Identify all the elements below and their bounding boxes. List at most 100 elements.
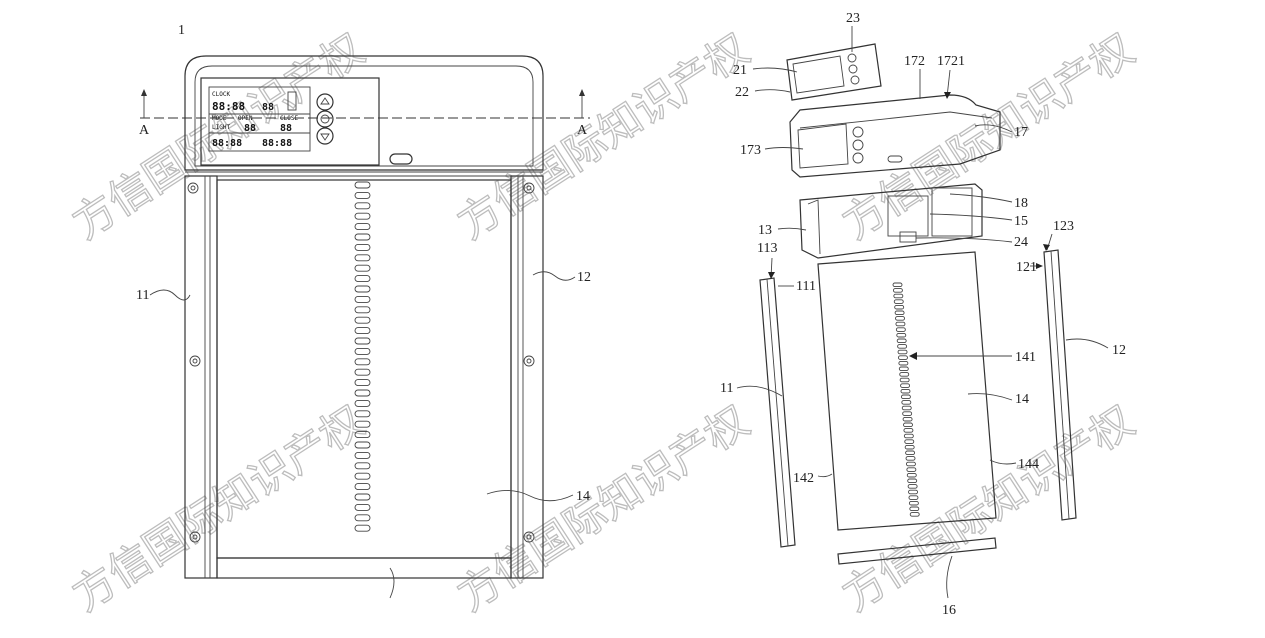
rack-hole: [904, 439, 915, 444]
leader-144: [989, 459, 1017, 465]
label-15: 15: [1014, 214, 1028, 229]
exploded-bottom-bar: [837, 537, 997, 565]
connector: [899, 231, 917, 243]
down-button: [316, 127, 334, 145]
back-housing: [799, 183, 983, 259]
rack-hole: [354, 389, 371, 397]
back-housing-wall: [807, 199, 821, 255]
rack-hole: [896, 338, 907, 344]
label-17: 17: [1014, 125, 1028, 140]
screw-set: [187, 182, 535, 543]
rack-hole: [892, 288, 903, 293]
control-board: [786, 43, 882, 101]
watermark: 方信国际知识产权: [449, 24, 757, 248]
board-button: [850, 75, 860, 85]
label-144: 144: [1018, 457, 1039, 472]
front-cover-edge: [799, 111, 993, 129]
rack-hole: [897, 344, 908, 349]
board-button: [847, 53, 857, 63]
rack-hole: [907, 478, 918, 484]
exploded-right-rail-edge: [1050, 250, 1070, 520]
leader-13: [777, 227, 807, 231]
rack-hole: [354, 347, 371, 355]
cover-window: [797, 123, 849, 169]
label-14: 14: [576, 489, 590, 504]
rack-hole: [354, 275, 371, 283]
lcd-time: 88:88: [212, 138, 242, 149]
rack-hole: [898, 366, 909, 372]
rack-hole: [354, 316, 371, 324]
leader-17: [974, 124, 1013, 133]
leader-12: [1065, 338, 1109, 349]
cover-light-slot: [887, 155, 903, 163]
control-housing-inner: [194, 65, 534, 167]
rack-hole: [354, 399, 371, 407]
rack-holes: [354, 181, 371, 532]
control-board-display: [792, 55, 845, 94]
rack-hole: [892, 282, 903, 288]
label-1721: 1721: [937, 54, 965, 69]
label-16: 16: [942, 603, 956, 618]
right-rail: [510, 175, 544, 579]
section-label-left: A: [139, 123, 150, 138]
control-housing: [184, 55, 544, 171]
rack-hole: [354, 337, 371, 345]
lcd-digits: 88: [244, 123, 256, 134]
label-13: 13: [758, 223, 772, 238]
rack-hole: [354, 223, 371, 231]
rack-hole: [907, 484, 918, 489]
rack-hole: [354, 285, 371, 293]
leader-142: [817, 473, 833, 478]
label-12: 12: [577, 270, 591, 285]
section-arrowhead-left: [141, 89, 147, 96]
rack-hole: [895, 321, 906, 327]
rack-hole: [354, 472, 371, 480]
rack-hole: [909, 506, 920, 512]
rack-hole: [909, 512, 920, 517]
lcd-digits: 88: [262, 102, 274, 113]
rack-hole: [354, 410, 371, 418]
rack-hole: [905, 450, 916, 456]
rack-hole: [354, 493, 371, 501]
rack-hole: [902, 411, 913, 416]
rack-hole: [899, 377, 910, 383]
rack-hole: [354, 524, 371, 532]
label-24: 24: [1014, 235, 1028, 250]
enter-icon: [320, 114, 330, 124]
watermark: 方信国际知识产权: [64, 24, 372, 248]
rack-hole: [901, 400, 912, 405]
rack-hole: [904, 444, 915, 450]
cover-button: [852, 126, 864, 138]
leader-15: [929, 213, 1013, 221]
rack-hole: [354, 420, 371, 428]
lcd-digits: 88: [280, 123, 292, 134]
rack-hole: [903, 433, 914, 439]
watermark: 方信国际知识产权: [834, 396, 1142, 620]
rack-hole: [906, 467, 917, 472]
rack-hole: [895, 327, 906, 332]
leader-16: [946, 555, 953, 599]
leader-24: [915, 237, 1013, 243]
front-view: 1 CLOCK 88:88 88 MODE OPEN CLOSE LIGHT 8…: [136, 23, 591, 599]
label-111: 111: [796, 279, 816, 294]
board-button: [848, 64, 858, 74]
lcd-clock-text: CLOCK: [212, 91, 230, 98]
light-slot: [389, 153, 413, 165]
label-142: 142: [793, 471, 814, 486]
label-113: 113: [757, 241, 777, 256]
exploded-left-rail: [759, 277, 796, 548]
rack-hole: [900, 394, 911, 400]
rack-hole: [354, 233, 371, 241]
gear-box: [931, 187, 973, 237]
lcd-panel: [200, 77, 380, 166]
label-173: 173: [740, 143, 761, 158]
arrowhead-121: [1036, 263, 1043, 269]
lcd-time: 88:88: [262, 138, 292, 149]
lcd-light-text: LIGHT: [212, 124, 230, 131]
leader-21: [752, 67, 798, 73]
rack-hole: [894, 310, 905, 316]
leader-11: [736, 385, 783, 397]
section-arrowhead-right: [579, 89, 585, 96]
rack-hole: [354, 295, 371, 303]
